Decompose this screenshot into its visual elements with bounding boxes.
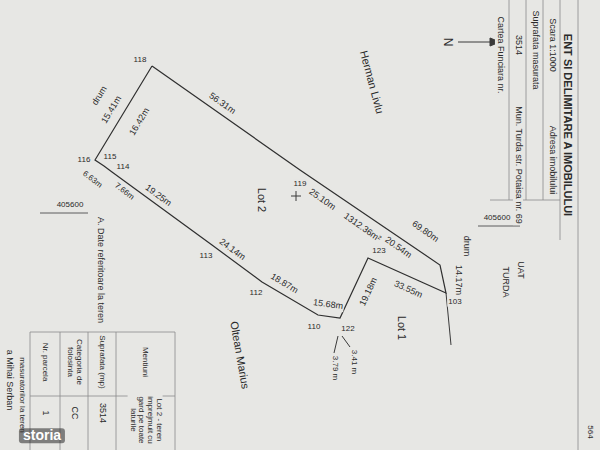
dimension: 18.87m xyxy=(268,272,301,297)
lot-area: 1312.36m² xyxy=(341,211,384,245)
table-heading: A. Date referitoare la teren xyxy=(95,216,105,324)
table-header: Categoria de folosinta xyxy=(65,334,83,391)
center-cross xyxy=(296,191,297,201)
table-header: Suprafata (mp) xyxy=(98,334,107,391)
lot-name: Lot 1 xyxy=(396,315,408,341)
point-number: 122 xyxy=(340,325,355,334)
header-value: Mun. Turda str. Potaisa nr. 69 xyxy=(513,105,523,225)
table-rule xyxy=(116,332,117,450)
point-number: 110 xyxy=(307,323,322,332)
owner-name: Herman Livlu xyxy=(358,48,387,116)
header-rule xyxy=(490,200,560,201)
point-number: 115 xyxy=(103,153,118,162)
table-rule xyxy=(175,332,176,450)
table-header: Nr. parcela xyxy=(41,334,50,391)
point-number: 118 xyxy=(133,56,148,65)
dimension: 25.10m xyxy=(306,187,338,213)
table-header: Mentiuni xyxy=(141,346,150,378)
dimension: 56.31m xyxy=(206,91,238,117)
table-cell: Lot 2 - teren imprejmuit cu gard pe toat… xyxy=(127,394,162,446)
grid-coordinate: 405600 xyxy=(483,214,512,223)
header-rule xyxy=(526,0,527,200)
author-note: a Mihai Serban xyxy=(4,349,14,412)
grid-tick xyxy=(478,226,520,227)
dimension: 20.54m xyxy=(382,235,414,261)
dimension: 6.63m xyxy=(80,169,105,191)
plan-title: ENT SI DELIMITARE A IMOBILULUI xyxy=(562,33,574,217)
watermark: storia xyxy=(19,428,65,443)
lot-name: Lot 2 xyxy=(256,187,268,213)
point-number: 119 xyxy=(293,180,308,189)
point-number: 112 xyxy=(249,289,264,298)
grid-tick xyxy=(40,213,88,214)
grid-coordinate: 405600 xyxy=(56,201,85,210)
dimension: 16.42m xyxy=(128,106,153,139)
dimension: 3.41 m xyxy=(350,349,359,375)
header-field: Suprafata masurata xyxy=(530,9,540,90)
road-label: drum xyxy=(461,235,471,258)
header-value: TURDA xyxy=(500,266,510,299)
lot-boundary xyxy=(95,66,446,318)
table-cell: CC xyxy=(69,406,79,421)
author-note: masuratorilor la teren xyxy=(18,356,27,434)
dimension-leader xyxy=(334,336,338,353)
table-cell: 3514 xyxy=(97,402,107,424)
header-rule xyxy=(509,0,510,200)
dimension: 33.55m xyxy=(391,279,424,301)
header-rule xyxy=(543,0,544,200)
dimension: 19.18m xyxy=(358,275,381,308)
point-number: 116 xyxy=(77,156,92,165)
dimension: 15.68m xyxy=(311,298,344,312)
dimension: 69.80m xyxy=(409,219,441,245)
dimension: 3.79 m xyxy=(331,355,340,381)
point-number: 123 xyxy=(371,247,386,256)
header-rule xyxy=(560,0,561,240)
header-field: Scara 1:1000 xyxy=(547,17,557,73)
table-rule xyxy=(88,332,89,450)
header-field: Cartea Funciara nr. xyxy=(495,15,505,94)
dimension: 14.17m xyxy=(453,264,463,296)
road-label: drum xyxy=(90,84,110,108)
dimension-leader xyxy=(342,336,350,347)
dimension: 7.66m xyxy=(112,181,137,203)
table-cell: 1 xyxy=(40,409,50,416)
north-letter: N xyxy=(440,37,453,48)
header-field: UAT xyxy=(515,260,525,279)
header-value: 3514 xyxy=(513,34,523,56)
table-rule xyxy=(30,332,175,333)
page-rule xyxy=(578,0,579,450)
page-number: 564 xyxy=(586,424,595,439)
owner-name: Oltean Marius xyxy=(228,319,252,391)
point-number: 103 xyxy=(447,298,462,307)
header-field: Adresa imobilului xyxy=(547,125,557,196)
point-number: 113 xyxy=(199,252,214,261)
point-number: 114 xyxy=(116,163,131,172)
